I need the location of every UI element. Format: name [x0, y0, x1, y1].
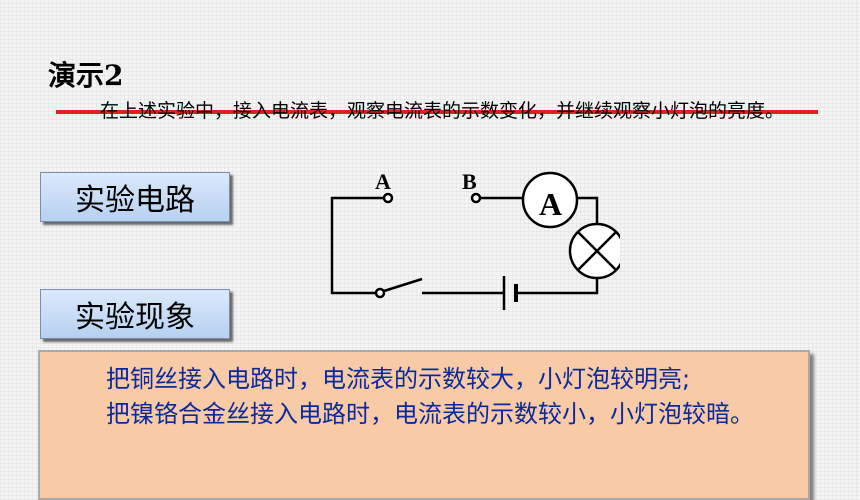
result-box: 把铜丝接入电路时，电流表的示数较大，小灯泡较明亮; 把镍铬合金丝接入电路时，电流…: [38, 350, 810, 500]
terminal-b: [470, 192, 482, 204]
terminal-a-label: A: [375, 169, 391, 194]
circuit-diagram: A B A: [330, 169, 620, 310]
wire-left: [330, 196, 384, 295]
wire-right-bottom: [516, 278, 599, 295]
switch-pivot: [374, 287, 386, 299]
slide-title: 演示2: [48, 59, 124, 92]
circuit-label: 实验电路: [40, 172, 230, 222]
intro-text: 在上述实验中，接入电流表，观察电流表的示数变化，并继续观察小灯泡的亮度。: [100, 100, 785, 122]
terminal-a: [382, 192, 394, 204]
red-strike-line: [56, 110, 818, 114]
result-line-nichrome-text: 把镍铬合金丝接入电路时，电流表的示数较小，小灯泡较暗。: [106, 400, 754, 428]
switch-blade: [383, 277, 423, 293]
lamp-icon: [568, 222, 620, 280]
ammeter-symbol: A: [539, 186, 562, 222]
wire-right-top: [577, 196, 599, 224]
result-line-nichrome: 把镍铬合金丝接入电路时，电流表的示数较小，小灯泡较暗。: [46, 397, 802, 432]
terminal-b-label: B: [462, 169, 477, 194]
phenomenon-label: 实验现象: [40, 289, 230, 339]
ammeter-icon: [521, 171, 579, 229]
result-line-copper: 把铜丝接入电路时，电流表的示数较大，小灯泡较明亮;: [106, 365, 691, 393]
